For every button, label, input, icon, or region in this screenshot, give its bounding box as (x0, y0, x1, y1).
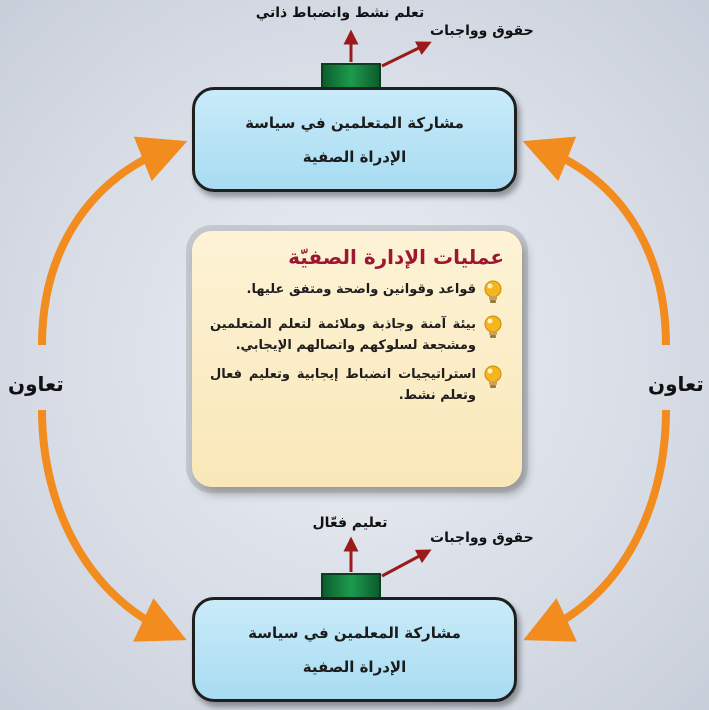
teachers-participation-box: مشاركة المعلمين في سياسة الإدراة الصفية (192, 597, 517, 702)
cycle-arrow-left-upper (38, 136, 188, 346)
cycle-arrow-right-lower (523, 409, 670, 642)
top-side-arrow (381, 41, 432, 68)
learners-participation-box: مشاركة المتعلمين في سياسة الإدراة الصفية (192, 87, 517, 192)
cooperation-label-right: تعاون (648, 372, 704, 396)
cycle-arrow-left-lower (38, 409, 187, 642)
bottom-up-label: تعليم فعّال (312, 515, 388, 531)
bottom-side-arrow (381, 549, 432, 578)
item-text: استراتيجيات انضباط إيجابية وتعليم فعال و… (210, 367, 476, 403)
bottom-box-line1: مشاركة المعلمين في سياسة (248, 623, 461, 642)
bottom-connector (321, 573, 381, 600)
item-text: قواعد وقوانين واضحة ومتفق عليها. (246, 282, 476, 297)
list-item: بيئة آمنة وجاذبة وملائمة لتعلم المتعلمين… (210, 314, 504, 356)
lightbulb-icon (484, 315, 502, 338)
lightbulb-icon (484, 365, 502, 388)
top-side-label: حقوق وواجبات (430, 23, 534, 39)
top-box-line1: مشاركة المتعلمين في سياسة (245, 113, 464, 132)
bottom-side-label: حقوق وواجبات (430, 530, 534, 546)
lightbulb-icon (484, 280, 502, 303)
classroom-management-panel: عمليات الإدارة الصفيّة قواعد وقوانين واض… (192, 231, 522, 487)
top-connector (321, 63, 381, 90)
cycle-arrow-right-upper (522, 136, 670, 346)
item-text: بيئة آمنة وجاذبة وملائمة لتعلم المتعلمين… (210, 317, 476, 353)
list-item: قواعد وقوانين واضحة ومتفق عليها. (210, 279, 504, 306)
bottom-box-line2: الإدراة الصفية (302, 657, 407, 676)
list-item: استراتيجيات انضباط إيجابية وتعليم فعال و… (210, 364, 504, 406)
cooperation-label-left: تعاون (8, 372, 64, 396)
panel-title: عمليات الإدارة الصفيّة (288, 245, 504, 269)
top-up-label: تعلم نشط وانضباط ذاتي (255, 5, 425, 21)
top-box-line2: الإدراة الصفية (302, 147, 407, 166)
